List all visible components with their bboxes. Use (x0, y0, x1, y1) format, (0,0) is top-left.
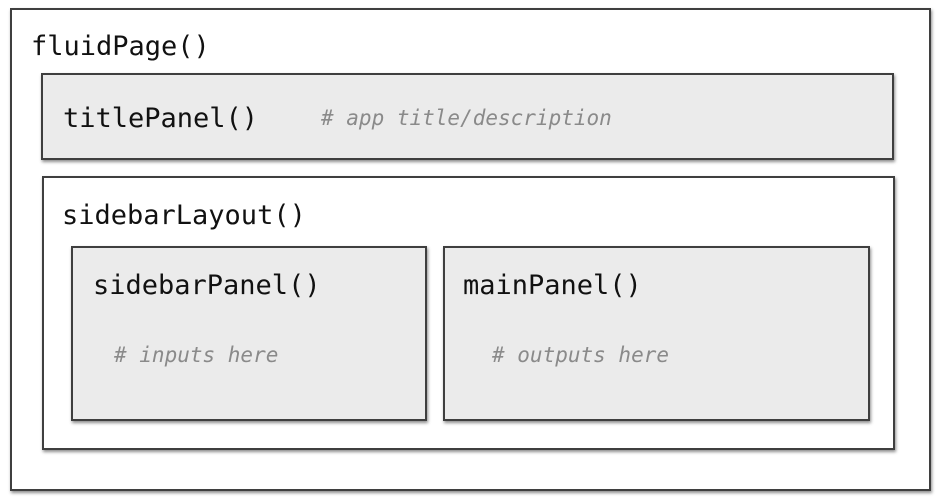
title-panel-label: titlePanel() (63, 103, 259, 134)
main-panel-label: mainPanel() (463, 270, 642, 301)
main-panel-box (443, 246, 870, 421)
sidebar-panel-box (71, 246, 427, 421)
title-panel-comment: # app title/description (321, 106, 612, 130)
main-panel-comment: # outputs here (492, 343, 670, 367)
sidebar-panel-label: sidebarPanel() (93, 270, 321, 301)
sidebar-layout-label: sidebarLayout() (62, 200, 306, 231)
fluid-page-label: fluidPage() (31, 31, 210, 62)
sidebar-panel-comment: # inputs here (114, 343, 279, 367)
title-panel-box (41, 73, 894, 160)
